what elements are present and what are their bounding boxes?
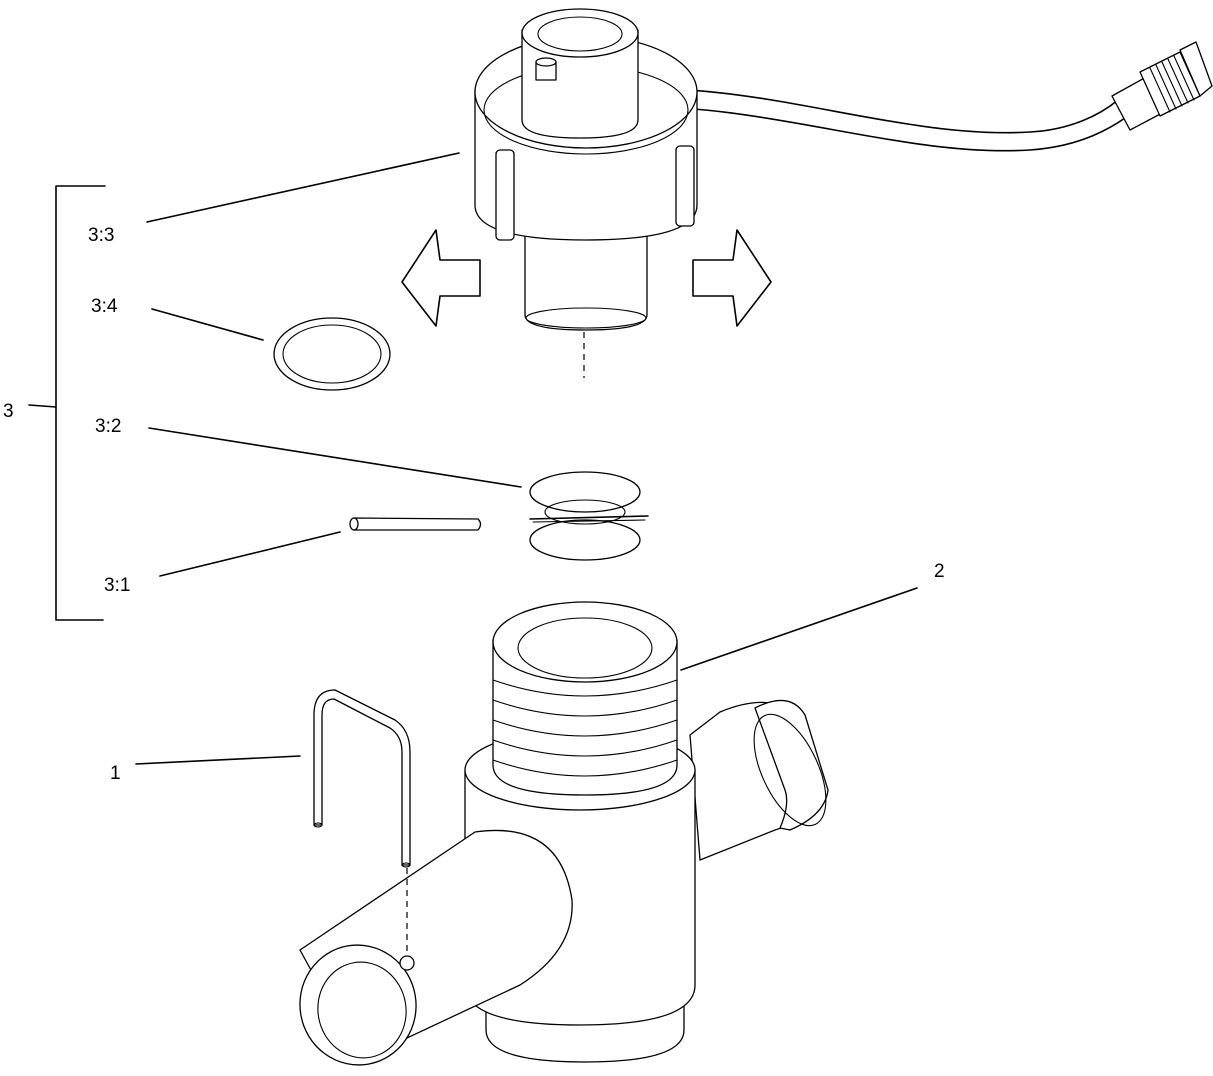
leader-3-1 (159, 531, 341, 577)
flap-valve-part (529, 471, 649, 561)
sensor-head-part (474, 8, 1213, 378)
left-arrow (401, 229, 481, 327)
pin-part (349, 517, 482, 531)
wire-clip-part (313, 689, 411, 868)
leader-2 (680, 587, 918, 671)
label-group-3: 3 (3, 401, 14, 422)
leader-3-4 (151, 308, 264, 341)
label-part-3-3: 3:3 (88, 225, 115, 246)
label-part-1: 1 (110, 763, 121, 784)
leader-1 (135, 755, 301, 765)
leader-3-3 (146, 152, 460, 223)
leader-lines (135, 152, 918, 765)
label-part-2: 2 (934, 561, 945, 582)
label-part-3-2: 3:2 (95, 416, 122, 437)
label-part-3-4: 3:4 (91, 296, 118, 317)
cable-connector (1111, 41, 1213, 131)
leader-3-2 (148, 427, 522, 488)
o-ring-part (273, 317, 391, 391)
valve-body-part (299, 601, 829, 1066)
label-part-3-1: 3:1 (104, 575, 131, 596)
group-bracket (28, 185, 106, 621)
right-arrow (692, 229, 772, 327)
